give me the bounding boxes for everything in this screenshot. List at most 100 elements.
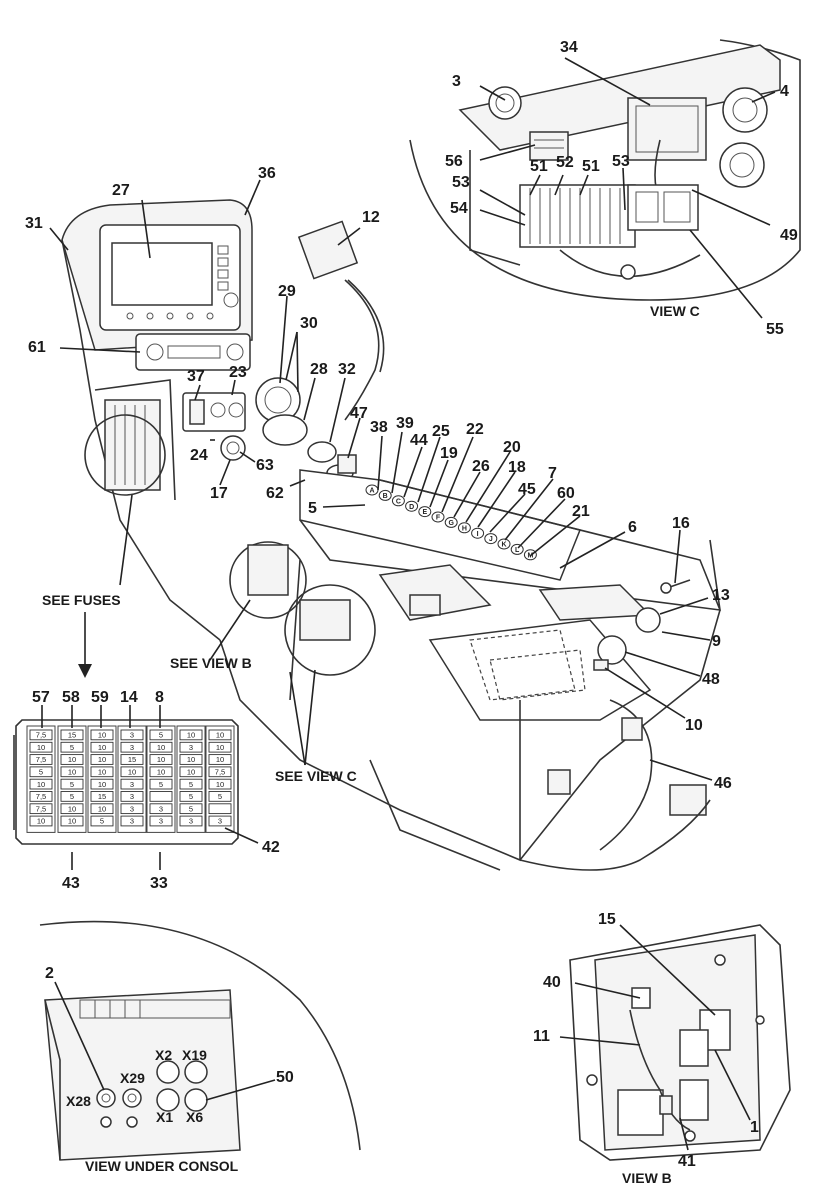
callout-57: 57 bbox=[32, 689, 50, 706]
fuse-slot bbox=[60, 803, 84, 815]
fuse-rating: 7,5 bbox=[36, 804, 46, 813]
fuse-slot bbox=[208, 791, 232, 802]
fuse-rating: 15 bbox=[128, 755, 136, 764]
fuse-rating: 3 bbox=[130, 743, 134, 752]
fuse-rating: 10 bbox=[37, 743, 45, 752]
switch-letter: G bbox=[448, 520, 454, 527]
callout-47: 47 bbox=[350, 405, 368, 422]
switch-letter: I bbox=[477, 531, 479, 538]
fuse-rating: 10 bbox=[157, 755, 165, 764]
fuse-slot bbox=[90, 803, 114, 815]
callout-23: 23 bbox=[229, 364, 247, 381]
callout-41: 41 bbox=[678, 1153, 696, 1170]
callout-25: 25 bbox=[432, 423, 450, 440]
fuse-rating: 5 bbox=[218, 792, 222, 801]
fuse-slot bbox=[90, 741, 114, 753]
fuse-rating: 7,5 bbox=[36, 755, 46, 764]
view-b-detail bbox=[569, 924, 791, 1161]
callout-46: 46 bbox=[714, 775, 732, 792]
callout-6: 6 bbox=[628, 519, 637, 536]
fuse-rating: 15 bbox=[68, 731, 76, 740]
fuse-column bbox=[26, 725, 56, 833]
fuse-rating: 15 bbox=[98, 792, 106, 801]
fuse-rating: 10 bbox=[187, 755, 195, 764]
fuse-slot bbox=[29, 803, 53, 815]
callout-61: 61 bbox=[28, 339, 46, 356]
switch-letter: E bbox=[422, 509, 427, 516]
callout-32: 32 bbox=[338, 361, 356, 378]
caption-view-b: VIEW B bbox=[622, 1170, 672, 1186]
switch-letter: D bbox=[409, 504, 414, 511]
fuse-rating: 5 bbox=[100, 817, 104, 826]
callout-42: 42 bbox=[262, 839, 280, 856]
fuse-slot bbox=[120, 803, 144, 815]
caption-see-fuses: SEE FUSES bbox=[42, 592, 121, 608]
fuse-rating: 10 bbox=[98, 755, 106, 764]
callout-5: 5 bbox=[308, 500, 317, 517]
switch-key bbox=[457, 522, 471, 534]
fuse-rating: 10 bbox=[37, 780, 45, 789]
fuse-column bbox=[176, 725, 206, 833]
fuse-slot bbox=[60, 778, 84, 790]
fuse-slot bbox=[208, 778, 232, 790]
fuse-slot bbox=[179, 766, 203, 778]
fuse-rating: 3 bbox=[130, 731, 134, 740]
connector-x19: X19 bbox=[182, 1047, 207, 1063]
fuse-rating: 10 bbox=[68, 768, 76, 777]
fuse-slot bbox=[60, 791, 84, 802]
fuse-rating: 5 bbox=[70, 792, 74, 801]
fuse-slot bbox=[90, 754, 114, 765]
callout-2: 2 bbox=[45, 965, 54, 982]
fuse-column bbox=[205, 725, 235, 833]
callout-36: 36 bbox=[258, 165, 276, 182]
fuse-rating: 10 bbox=[157, 768, 165, 777]
fuse-slot bbox=[149, 729, 173, 741]
fuse-rating: 10 bbox=[98, 768, 106, 777]
callout-4: 4 bbox=[780, 83, 789, 100]
fuse-rating: 10 bbox=[216, 731, 224, 740]
fuse-slot bbox=[60, 741, 84, 753]
fuse-slot bbox=[29, 754, 53, 765]
callout-33: 33 bbox=[150, 875, 168, 892]
connector-x2: X2 bbox=[155, 1047, 172, 1063]
fuse-slot bbox=[208, 803, 232, 815]
fuse-slot bbox=[60, 815, 84, 827]
fuse-slot bbox=[29, 729, 53, 741]
view-under-consol-detail bbox=[39, 920, 361, 1161]
fuse-rating: 10 bbox=[98, 743, 106, 752]
fuse-slot bbox=[60, 766, 84, 778]
connector-x28: X28 bbox=[66, 1093, 91, 1109]
view-c-detail bbox=[409, 39, 801, 301]
switch-key bbox=[497, 538, 511, 550]
callout-21: 21 bbox=[572, 503, 590, 520]
callout-48: 48 bbox=[702, 671, 720, 688]
connector-x29: X29 bbox=[120, 1070, 145, 1086]
fuse-rating: 7,5 bbox=[36, 731, 46, 740]
switch-letter: F bbox=[436, 515, 441, 522]
fuse-rating: 3 bbox=[189, 743, 193, 752]
fuse-rating: 5 bbox=[189, 780, 193, 789]
caption-view-under-consol: VIEW UNDER CONSOL bbox=[85, 1158, 239, 1174]
fuse-rating: 7,5 bbox=[36, 792, 46, 801]
fuse-slot bbox=[120, 766, 144, 778]
callout-7: 7 bbox=[548, 465, 557, 482]
fuse-slot bbox=[90, 778, 114, 790]
fuse-rating: 5 bbox=[159, 731, 163, 740]
callout-30: 30 bbox=[300, 315, 318, 332]
callout-19: 19 bbox=[440, 445, 458, 462]
fuse-rating: 3 bbox=[189, 817, 193, 826]
switch-letter: H bbox=[462, 525, 467, 532]
switch-key bbox=[418, 506, 432, 518]
fuse-slot bbox=[90, 729, 114, 741]
callout-53b: 53 bbox=[612, 153, 630, 170]
fuse-slot bbox=[179, 729, 203, 741]
fuse-slot bbox=[90, 815, 114, 827]
fuse-rating: 7,5 bbox=[215, 768, 225, 777]
callout-43: 43 bbox=[62, 875, 80, 892]
fuse-slot bbox=[179, 815, 203, 827]
switch-key bbox=[444, 516, 458, 528]
callout-52: 52 bbox=[556, 154, 574, 171]
fuse-slot bbox=[120, 741, 144, 753]
switch-key bbox=[510, 543, 524, 555]
switch-key bbox=[405, 500, 419, 512]
